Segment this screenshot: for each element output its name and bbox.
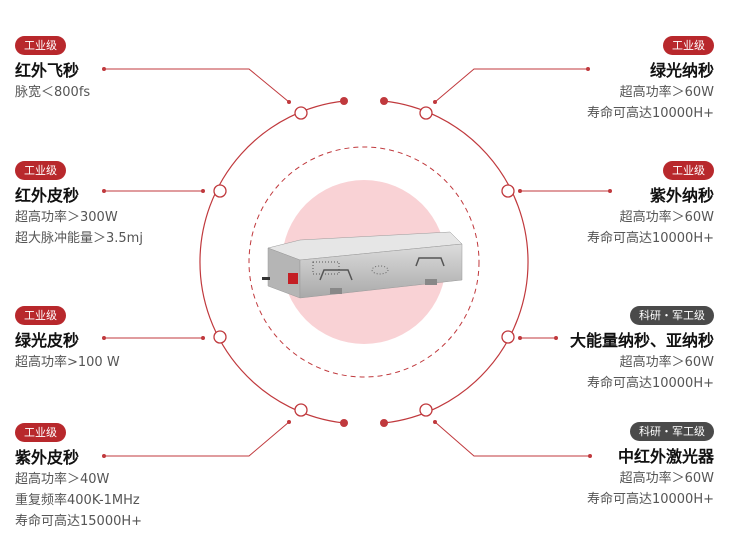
spec-line: 寿命可高达10000H+ (586, 376, 714, 391)
spec-line: 寿命可高达15000H+ (15, 514, 143, 529)
dashed-ring (248, 146, 480, 378)
grade-badge: 工业级 (15, 161, 66, 180)
grade-badge: 工业级 (663, 36, 714, 55)
node-rings (213, 106, 515, 417)
grade-badge: 工业级 (15, 306, 66, 325)
product-title: 紫外纳秒 (649, 186, 714, 205)
outer-arc-right (383, 100, 529, 424)
product-item: 科研・军工级 中红外激光器 超高功率＞60W 寿命可高达10000H+ (587, 420, 714, 510)
connector-dots (102, 67, 612, 458)
product-item: 工业级 绿光纳秒 超高功率＞60W 寿命可高达10000H+ (587, 34, 714, 124)
product-item: 工业级 红外皮秒 超高功率＞300W 超大脉冲能量＞3.5mj (15, 159, 143, 249)
grade-badge: 工业级 (15, 423, 66, 442)
grade-badge: 工业级 (663, 161, 714, 180)
spec-line: 超高功率＞60W (619, 355, 714, 370)
product-item: 科研・军工级 大能量纳秒、亚纳秒 超高功率＞60W 寿命可高达10000H+ (570, 304, 714, 394)
product-title: 大能量纳秒、亚纳秒 (569, 331, 714, 350)
arc-end-dots (340, 97, 388, 427)
product-title: 中红外激光器 (617, 447, 714, 466)
spec-line: 寿命可高达10000H+ (586, 492, 714, 507)
product-title: 紫外皮秒 (15, 448, 80, 467)
grade-badge: 科研・军工级 (630, 422, 714, 441)
laser-device-image (262, 231, 463, 299)
spec-line: 超高功率＞60W (619, 471, 714, 486)
product-title: 红外飞秒 (15, 61, 80, 80)
spec-line: 脉宽＜800fs (15, 85, 91, 100)
spec-line: 超高功率＞60W (619, 85, 714, 100)
spec-line: 超高功率＞60W (619, 210, 714, 225)
product-title: 绿光皮秒 (15, 331, 80, 350)
product-item: 工业级 绿光皮秒 超高功率>100 W (15, 304, 120, 373)
product-item: 工业级 红外飞秒 脉宽＜800fs (15, 34, 90, 103)
product-title: 绿光纳秒 (649, 61, 714, 80)
product-item: 工业级 紫外纳秒 超高功率＞60W 寿命可高达10000H+ (587, 159, 714, 249)
spec-line: 重复频率400K-1MHz (15, 493, 140, 508)
spec-line: 超大脉冲能量＞3.5mj (15, 231, 143, 246)
connector-lines (104, 68, 610, 457)
outer-arc-left (199, 100, 345, 424)
spec-line: 寿命可高达10000H+ (586, 231, 714, 246)
grade-badge: 科研・军工级 (630, 306, 714, 325)
spec-line: 超高功率＞40W (15, 472, 110, 487)
spec-line: 超高功率>100 W (15, 355, 120, 370)
spec-line: 寿命可高达10000H+ (586, 106, 714, 121)
grade-badge: 工业级 (15, 36, 66, 55)
spec-line: 超高功率＞300W (15, 210, 118, 225)
product-title: 红外皮秒 (15, 186, 80, 205)
product-item: 工业级 紫外皮秒 超高功率＞40W 重复频率400K-1MHz 寿命可高达150… (15, 421, 142, 532)
